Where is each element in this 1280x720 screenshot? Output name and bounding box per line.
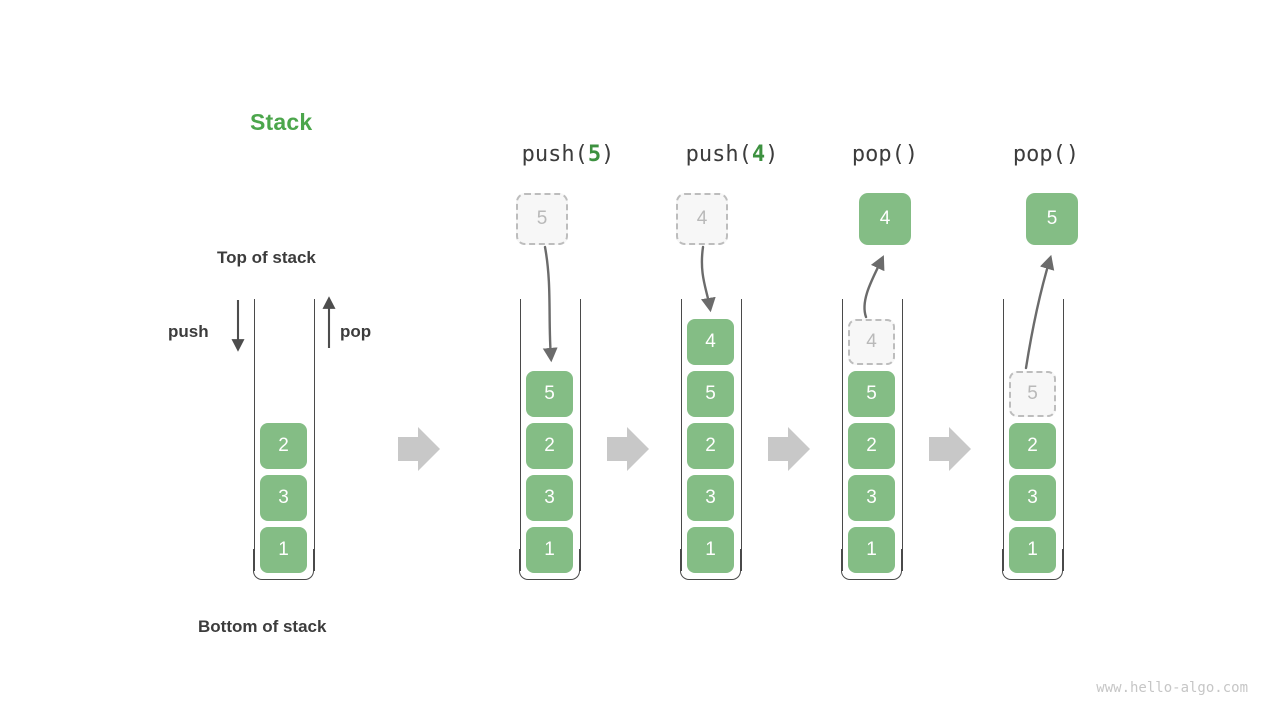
stack-column-pop-2: 5 2 3 1 [1002,299,1064,581]
stack-cell: 1 [848,527,895,573]
cell-value: 3 [544,487,555,508]
cell-value: 2 [866,435,877,456]
op-close: ) [1065,142,1080,167]
stack-cell-ghost: 5 [1009,371,1056,417]
cell-value: 1 [544,539,555,560]
stack-cell: 1 [687,527,734,573]
cell-value: 5 [544,383,555,404]
stack-cell: 5 [848,371,895,417]
float-box-push-4: 4 [676,193,728,245]
stack-floor [1002,549,1063,580]
pop-label: pop [340,322,372,341]
stack-cell: 3 [526,475,573,521]
cell-value: 2 [544,435,555,456]
stack-cell: 4 [687,319,734,365]
op-close: ) [765,142,779,167]
float-box-value: 4 [696,208,708,229]
column-header-push-5: push(5) [522,142,615,167]
stack-cell: 3 [848,475,895,521]
stack-cell: 3 [1009,475,1056,521]
cell-value: 3 [278,487,289,508]
op-name: pop( [1012,142,1066,167]
stack-floor [519,549,580,580]
stack-wall-right [740,299,742,571]
column-header-pop-2: pop() [1013,142,1079,167]
stack-floor [680,549,741,580]
cell-value: 4 [866,331,877,352]
column-header-push-4: push(4) [686,142,779,167]
stack-cell: 3 [260,475,307,521]
flow-arrow-3-icon [768,427,810,471]
stack-cell: 2 [1009,423,1056,469]
flow-arrow-4-icon [929,427,971,471]
cell-value: 5 [1027,383,1038,404]
watermark: www.hello-algo.com [1096,680,1248,696]
stack-wall-left [253,299,255,571]
op-close: ) [904,142,919,167]
stack-cell: 3 [687,475,734,521]
stack-column-pop-1: 4 5 2 3 1 [841,299,903,581]
stack-floor [841,549,902,580]
stack-cell: 5 [687,371,734,417]
stack-column-push-5: 5 2 3 1 [519,299,581,581]
cell-value: 5 [705,383,716,404]
flow-arrow-1-icon [398,427,440,471]
bottom-of-stack-label: Bottom of stack [198,617,327,636]
stack-wall-right [901,299,903,571]
op-name: push( [685,142,752,167]
cell-value: 1 [1027,539,1038,560]
float-box-value: 5 [1046,208,1058,229]
cell-value: 3 [866,487,877,508]
op-arg: 5 [587,142,602,167]
stack-cell-ghost: 4 [848,319,895,365]
stack-cell: 1 [260,527,307,573]
flow-arrow-2-icon [607,427,649,471]
top-of-stack-label: Top of stack [217,248,316,267]
float-box-pop-2: 5 [1026,193,1078,245]
stack-wall-left [680,299,682,571]
stack-wall-left [519,299,521,571]
cell-value: 2 [705,435,716,456]
cell-value: 2 [278,435,289,456]
stack-cell: 2 [848,423,895,469]
column-header-pop-1: pop() [852,142,918,167]
cell-value: 2 [1027,435,1038,456]
cell-value: 1 [705,539,716,560]
stack-floor [253,549,314,580]
stack-cell: 2 [526,423,573,469]
float-box-push-5: 5 [516,193,568,245]
float-box-pop-1: 4 [859,193,911,245]
push-label: push [168,322,209,341]
op-arg: 4 [751,142,766,167]
stack-cell: 1 [526,527,573,573]
stack-cell: 1 [1009,527,1056,573]
stack-wall-left [841,299,843,571]
stack-wall-right [1062,299,1064,571]
cell-value: 1 [866,539,877,560]
page-title: Stack [250,109,313,135]
cell-value: 3 [1027,487,1038,508]
float-box-value: 5 [536,208,548,229]
cell-value: 5 [866,383,877,404]
stack-column-push-4: 4 5 2 3 1 [680,299,742,581]
cell-value: 4 [705,331,716,352]
stack-wall-right [313,299,315,571]
float-box-value: 4 [879,208,891,229]
stack-cell: 5 [526,371,573,417]
cell-value: 1 [278,539,289,560]
cell-value: 3 [705,487,716,508]
op-close: ) [601,142,615,167]
stack-cell: 2 [260,423,307,469]
op-name: pop( [851,142,905,167]
stack-wall-right [579,299,581,571]
stack-cell: 2 [687,423,734,469]
op-name: push( [521,142,588,167]
stack-wall-left [1002,299,1004,571]
stack-column-initial: 2 3 1 [253,299,315,581]
